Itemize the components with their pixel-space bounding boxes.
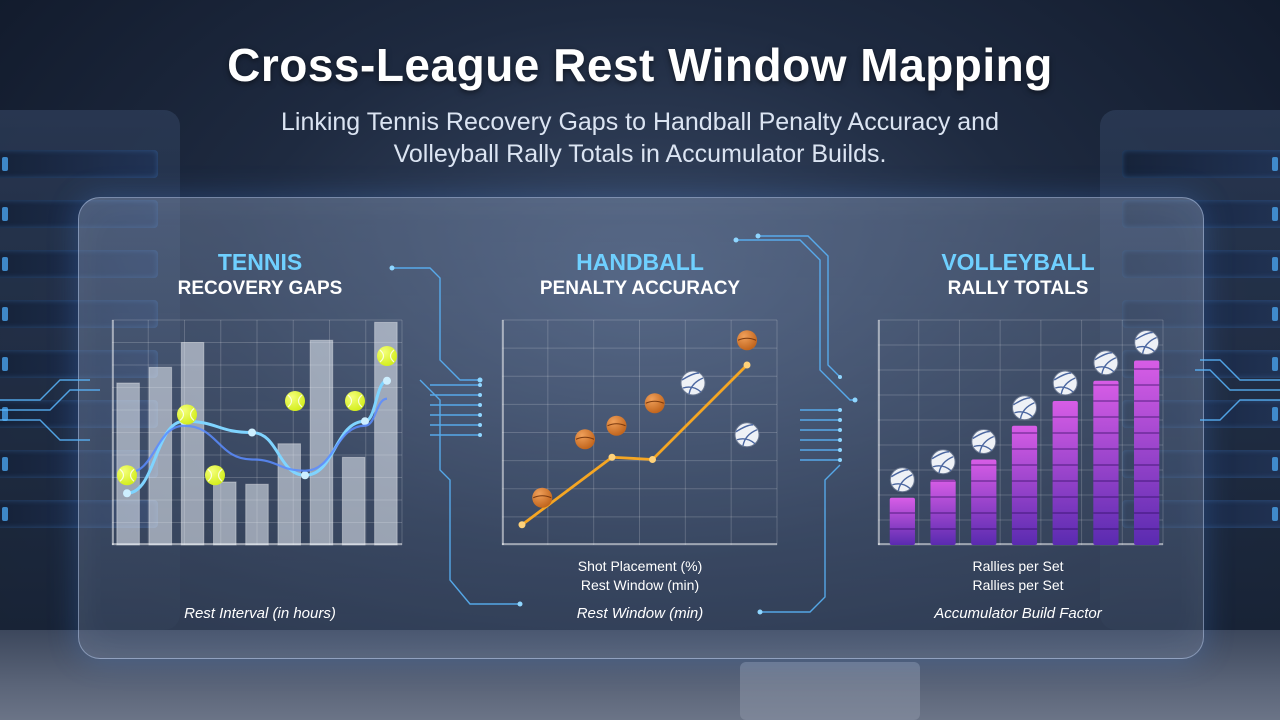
- handball-xlabel-2: Rest Window (min): [576, 605, 704, 622]
- handball-title: HANDBALL: [576, 249, 704, 275]
- volleyball-ylabel-2: Rallies per Set: [972, 577, 1064, 593]
- tennis-point: [383, 376, 391, 385]
- tennis-section-title: TENNIS RECOVERY GAPS: [110, 248, 410, 302]
- page-title: Cross-League Rest Window Mapping: [227, 39, 1053, 91]
- handball-icon: [644, 393, 665, 414]
- tennis-ball-icon: [285, 391, 305, 411]
- subtitle-line-1: Linking Tennis Recovery Gaps to Handball…: [280, 108, 999, 136]
- rack-slot: [0, 250, 158, 278]
- tennis-bar: [213, 481, 237, 546]
- tennis-bar: [180, 342, 205, 546]
- volleyball-captions: Rallies per Set Rallies per Set: [868, 557, 1168, 595]
- volleyball-section-title: VOLLEYBALL RALLY TOTALS: [868, 248, 1168, 302]
- rack-slot: [1122, 250, 1280, 278]
- volleyball-icon: [1052, 370, 1078, 396]
- rack-slot: [0, 350, 158, 378]
- volleyball-icon: [680, 370, 706, 396]
- handball-series-line: [521, 364, 748, 526]
- volleyball-bar: [971, 459, 997, 545]
- page-subtitle: Linking Tennis Recovery Gaps to Handball…: [0, 106, 1280, 170]
- tennis-series-line: [126, 397, 388, 475]
- handball-point: [649, 456, 656, 463]
- handball-chart: [501, 319, 778, 546]
- rack-slot: [1122, 150, 1280, 178]
- handball-grid: [501, 319, 778, 546]
- tennis-subtitle: RECOVERY GAPS: [177, 278, 343, 299]
- volleyball-icon: [1134, 330, 1160, 355]
- tennis-bar: [245, 483, 269, 546]
- tennis-ball-icon: [345, 391, 365, 411]
- tennis-point: [248, 428, 256, 437]
- volleyball-chart: [877, 319, 1164, 546]
- tennis-ball-icon: [205, 465, 225, 486]
- tennis-point: [301, 471, 309, 480]
- volleyball-ylabel-1: Rallies per Set: [972, 558, 1064, 574]
- volleyball-bar: [1093, 380, 1119, 545]
- tennis-point: [123, 489, 131, 498]
- tennis-bar: [116, 382, 140, 546]
- handball-section-title: HANDBALL PENALTY ACCURACY: [490, 248, 790, 302]
- tennis-bar: [374, 321, 398, 546]
- volleyball-bar: [1052, 401, 1078, 545]
- floor-pad: [740, 662, 920, 720]
- volleyball-icon: [1093, 350, 1119, 376]
- volleyball-title: VOLLEYBALL: [941, 249, 1095, 275]
- subtitle-line-2: Volleyball Rally Totals in Accumulator B…: [393, 140, 887, 168]
- tennis-title: TENNIS: [217, 249, 303, 275]
- rack-slot: [0, 150, 158, 178]
- volleyball-xlabel: Accumulator Build Factor: [934, 605, 1102, 622]
- rack-slot: [1122, 300, 1280, 328]
- volleyball-subtitle: RALLY TOTALS: [947, 278, 1089, 299]
- handball-subtitle: PENALTY ACCURACY: [539, 278, 741, 299]
- handball-icon: [606, 415, 627, 436]
- handball-icon: [575, 429, 595, 450]
- volleyball-icon: [1012, 395, 1037, 421]
- handball-icon: [532, 487, 553, 508]
- volleyball-icon: [889, 467, 915, 493]
- tennis-xlabel: Rest Interval (in hours): [184, 605, 336, 622]
- volleyball-icon: [971, 429, 997, 454]
- volleyball-bar: [1134, 360, 1160, 545]
- volleyball-bar: [889, 497, 915, 545]
- handball-point: [518, 521, 526, 529]
- tennis-ball-icon: [377, 346, 397, 366]
- tennis-bar: [341, 456, 366, 546]
- handball-point: [608, 453, 616, 461]
- handball-point: [743, 361, 751, 369]
- rack-slot: [0, 300, 158, 328]
- volleyball-bar: [1011, 425, 1038, 545]
- tennis-point: [361, 417, 369, 426]
- tennis-bar: [148, 366, 173, 546]
- handball-captions: Shot Placement (%) Rest Window (min): [490, 557, 790, 595]
- tennis-chart: [111, 319, 403, 546]
- handball-xlabel-1: Rest Window (min): [580, 577, 700, 593]
- volleyball-bar: [930, 479, 956, 545]
- tennis-ball-icon: [177, 404, 197, 425]
- handball-icon: [737, 330, 757, 351]
- volleyball-icon: [734, 422, 760, 448]
- handball-ylabel: Shot Placement (%): [577, 558, 703, 574]
- floor: [0, 630, 1280, 720]
- tennis-ball-icon: [117, 465, 137, 486]
- tennis-bar: [309, 339, 334, 546]
- volleyball-icon: [930, 449, 956, 475]
